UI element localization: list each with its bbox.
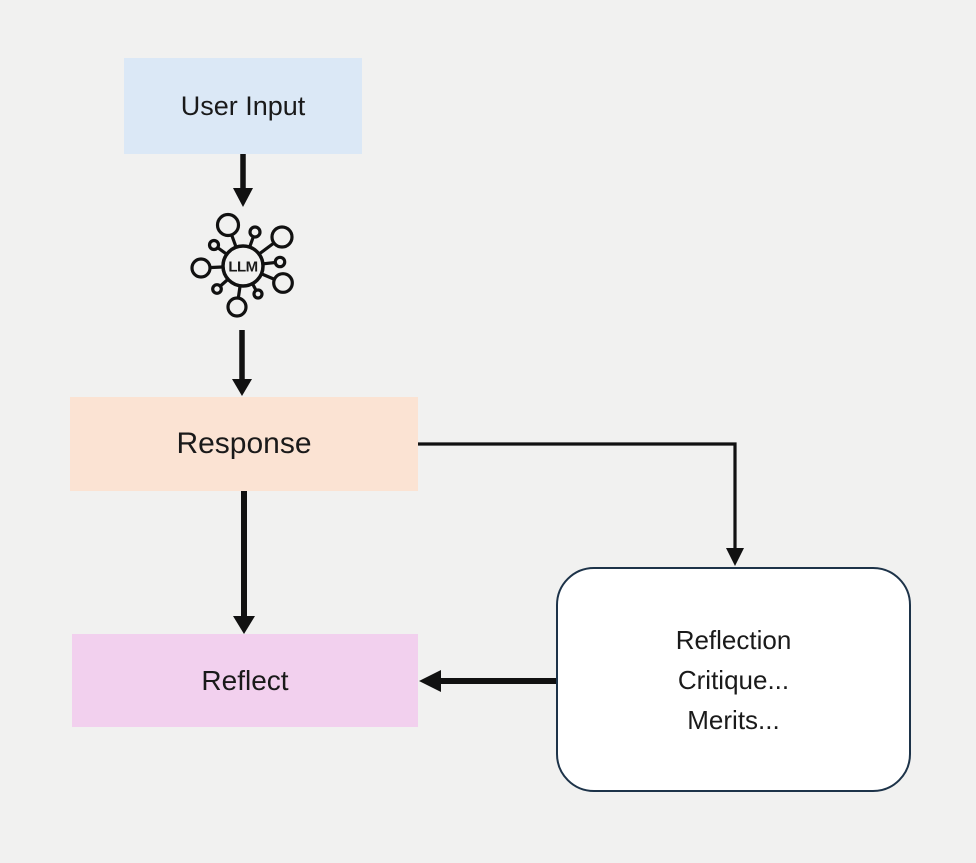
edge-reflection-note-to-reflect [419, 670, 556, 692]
edge-response-to-reflect [233, 491, 255, 634]
node-user-input[interactable]: User Input [124, 58, 362, 154]
node-reflection-note[interactable]: Reflection Critique... Merits... [556, 567, 911, 792]
node-reflect[interactable]: Reflect [72, 634, 418, 727]
llm-icon-circles [190, 212, 294, 318]
llm-icon-label: LLM [228, 259, 257, 276]
arrowhead-down-icon [233, 188, 253, 207]
reflection-note-line: Merits... [687, 704, 780, 735]
arrowhead-left-icon [419, 670, 441, 692]
arrowhead-down-icon [726, 548, 744, 566]
arrowhead-down-icon [232, 379, 252, 396]
edge-response-to-reflection-note [418, 442, 744, 566]
edge-user-input-to-llm [233, 154, 253, 207]
llm-icon-center-circle [221, 244, 265, 288]
edge-llm-to-response [232, 330, 252, 396]
node-reflect-label: Reflect [201, 664, 289, 696]
node-response-label: Response [176, 427, 312, 460]
node-user-input-label: User Input [180, 90, 306, 121]
reflection-note-line: Critique... [677, 664, 790, 695]
reflection-note-line: Reflection [675, 624, 792, 655]
llm-network-icon: LLM [190, 212, 294, 318]
arrowhead-down-icon [233, 616, 255, 634]
node-response[interactable]: Response [70, 397, 418, 491]
